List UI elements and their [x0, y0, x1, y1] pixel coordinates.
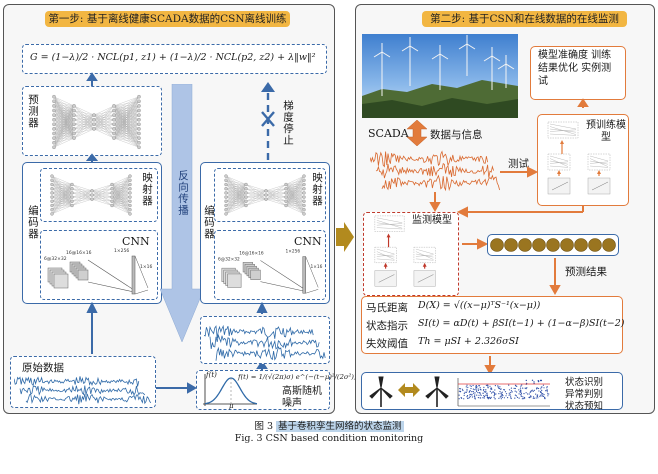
state-formula: SI(t) = αD(t) + βSI(t−1) + (1−α−β)SI(t−2… — [418, 318, 625, 329]
right-mapper-box — [214, 168, 326, 222]
mahalanobis-label: 马氏距离 — [366, 302, 408, 314]
state-label: 状态指示 — [366, 320, 408, 332]
threshold-label: 失效阈值 — [366, 338, 408, 350]
left-cnn-label: CNN — [122, 235, 150, 248]
pretrained-model-diagram — [547, 121, 611, 195]
left-mapper-network — [50, 174, 132, 216]
wind-farm-photo — [362, 34, 518, 118]
svg-text:1×256: 1×256 — [285, 249, 300, 255]
raw-data-label: 原始数据 — [22, 362, 64, 374]
noisy-data-box — [200, 316, 330, 364]
scada-label: SCADA — [368, 127, 409, 140]
backprop-arrow — [160, 84, 204, 343]
svg-text:1×16: 1×16 — [311, 264, 323, 270]
test-label: 测试 — [508, 158, 529, 170]
scada-signal — [370, 150, 500, 192]
gaussian-box — [196, 370, 330, 410]
right-encoder-label: 编码器 — [203, 205, 215, 240]
caption-cn-text: 基于卷积孪生网络的状态监测 — [276, 421, 404, 432]
step2-title: 第二步: 基于CSN和在线数据的在线监测 — [422, 11, 627, 27]
pdf-axis-x: μ — [229, 402, 234, 410]
right-cnn-label: CNN — [294, 235, 322, 248]
data-flow-arrow — [407, 120, 427, 146]
exchange-arrow-icon — [398, 383, 420, 397]
svg-text:16@16×16: 16@16×16 — [66, 250, 92, 256]
caption-cn-fig: 图 3 — [254, 421, 274, 432]
loss-formula: G = (1−λ)/2 · NCL(p1, z1) + (1−λ)/2 · NC… — [30, 52, 316, 63]
right-mapper-network — [224, 174, 306, 216]
svg-text:16@16×16: 16@16×16 — [239, 251, 264, 257]
output-item-1: 状态识别 — [565, 377, 604, 388]
equations-box — [361, 296, 623, 354]
step1-arrows — [85, 72, 268, 394]
left-encoder-label: 编码器 — [27, 205, 39, 240]
backprop-label: 反向传播 — [177, 170, 189, 216]
prediction-beads — [490, 238, 616, 252]
output-item-2: 异常判别 — [565, 389, 604, 400]
caption-cn: 图 3 基于卷积孪生网络的状态监测 — [0, 418, 658, 432]
grad-stop-label: 梯度停止 — [282, 100, 294, 146]
predictor-network — [52, 94, 141, 150]
validation-text: 模型准确度 训练结果优化 实例测试 — [538, 50, 612, 87]
right-cnn-diagram: 16@16×166@32×32 1×256 1×16 — [218, 249, 323, 294]
svg-text:1×16: 1×16 — [140, 264, 152, 270]
monitor-model-label: 监测模型 — [412, 215, 452, 226]
turbine-left-icon — [369, 376, 393, 407]
right-mapper-label: 映射器 — [311, 172, 323, 207]
validation-box — [530, 46, 626, 100]
arrows-step2 — [429, 98, 589, 376]
pdf-axis-y: f(t) — [206, 371, 217, 379]
gaussian-pdf: f(t) = 1/(√(2π)σ) e^(−(t−μ)²/(2σ²)) — [238, 373, 357, 381]
step-transition-arrow — [336, 222, 354, 252]
monitor-model-diagram — [374, 215, 436, 287]
left-cnn-box — [40, 230, 158, 300]
raw-data-signal — [14, 376, 152, 405]
mahalanobis-formula: D(X) = √((x−μ)ᵀS⁻¹(x−μ)) — [418, 300, 541, 311]
predictor-label: 预测器 — [27, 94, 39, 129]
right-cnn-box — [214, 230, 326, 300]
threshold-formula: Th = μSI + 2.326σSI — [418, 336, 519, 347]
scatter-result — [457, 378, 550, 407]
step1-title: 第一步: 基于离线健康SCADA数据的CSN离线训练 — [45, 11, 290, 27]
grad-stop-arrow — [261, 82, 275, 160]
left-cnn-diagram: 16@16×166@32×32 1×256 1×16 — [44, 248, 152, 295]
gaussian-label: 高斯随机噪声 — [282, 386, 322, 409]
output-item-3: 状态预知 — [565, 401, 604, 412]
left-mapper-label: 映射器 — [141, 172, 153, 207]
loss-formula-box — [22, 44, 327, 74]
svg-text:6@32×32: 6@32×32 — [44, 256, 67, 262]
turbine-right-icon — [425, 376, 449, 407]
svg-text:6@32×32: 6@32×32 — [218, 256, 240, 262]
prediction-label: 预测结果 — [565, 266, 607, 278]
caption-en: Fig. 3 CSN based condition monitoring — [234, 433, 424, 444]
data-info-label: 数据与信息 — [430, 129, 483, 141]
pretrained-label: 预训练模型 — [586, 120, 626, 143]
svg-text:1×256: 1×256 — [114, 248, 129, 254]
gaussian-curve — [203, 374, 258, 406]
noisy-data-signal — [204, 324, 326, 361]
